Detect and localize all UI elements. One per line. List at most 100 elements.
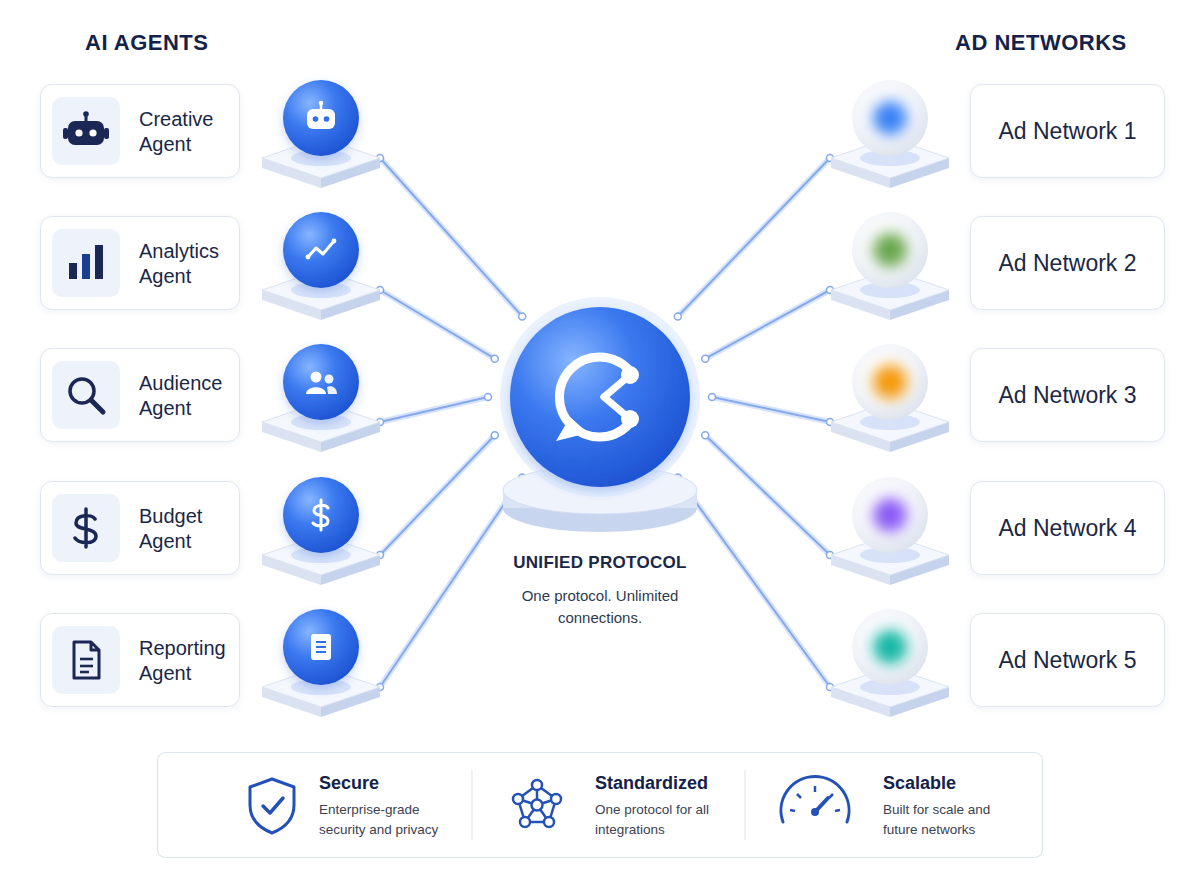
feature-text: One protocol for all integrations (595, 800, 735, 840)
connector-glow (712, 397, 830, 422)
connector-glow (380, 397, 488, 422)
connector-glow (380, 478, 522, 687)
shield-check (263, 798, 283, 813)
icon-bg (52, 361, 120, 429)
connector-glow (380, 435, 495, 555)
connector-dot (519, 313, 526, 320)
network-label: Ad Network 4 (998, 514, 1136, 542)
connector-dot (674, 474, 681, 481)
gauge-tick (835, 810, 840, 811)
icon-tile (52, 361, 120, 429)
icon-tile (52, 229, 120, 297)
label-wrap: Ad Network 4 (971, 482, 1164, 574)
document-line (80, 658, 93, 661)
document-line (316, 641, 326, 643)
hub-link (604, 397, 630, 419)
connector-dot (827, 552, 834, 559)
document-line (316, 646, 326, 648)
robot-head (307, 109, 335, 129)
column-heading: AD NETWORKS (955, 30, 1175, 56)
connector-line (380, 290, 495, 359)
connector (702, 287, 834, 363)
connector (674, 474, 833, 690)
magnifier-handle (91, 400, 103, 412)
robot-antenna (320, 104, 323, 109)
network-label: Ad Network 5 (998, 646, 1136, 674)
connector (377, 474, 526, 690)
connector (377, 394, 492, 426)
network-ring (518, 785, 556, 822)
agent-node: Analytics Agent (40, 206, 380, 320)
pedestal (262, 270, 380, 320)
robot-eye (75, 129, 82, 136)
label-wrap: Creative Agent (139, 85, 239, 179)
network-spoke (536, 785, 539, 805)
document-line (80, 671, 89, 674)
network-spoke (537, 799, 556, 805)
sphere-icon (306, 372, 337, 395)
connector-dot (377, 287, 384, 294)
connector-dot (709, 394, 716, 401)
robot-eye (313, 116, 319, 122)
connector-dot (827, 287, 834, 294)
hub-bubble (559, 357, 628, 437)
icon-tile (52, 494, 120, 562)
hub-link (604, 375, 630, 397)
gauge-tick (790, 810, 795, 811)
agent-card: Budget Agent (40, 481, 240, 575)
person-body (306, 387, 326, 394)
sphere-icon (311, 634, 331, 660)
sphere-icon (313, 500, 328, 530)
connector-line (380, 158, 522, 316)
network-node (532, 800, 543, 811)
feature-text: Enterprise-grade security and privacy (319, 800, 469, 840)
robot-head (68, 121, 104, 145)
connector-line (705, 290, 830, 359)
hub-pedestal-top (503, 466, 697, 514)
gauge-tick (829, 794, 833, 798)
connector-line (678, 158, 830, 316)
gauge-arc (781, 777, 849, 822)
hub-dot (621, 366, 639, 384)
hub-sphere (510, 307, 690, 487)
magnifier-lens (70, 379, 94, 403)
network-node: Ad Network 1 (830, 74, 1168, 188)
network-spoke (525, 805, 537, 822)
icon-bg (52, 229, 120, 297)
agent-card: Analytics Agent (40, 216, 240, 310)
feature-heading: Secure (319, 773, 469, 794)
agent-label: Reporting Agent (139, 636, 239, 686)
connector-line (678, 478, 830, 687)
agent-label: Creative Agent (139, 107, 239, 157)
chart-bar (69, 263, 77, 279)
network-card: Ad Network 1 (970, 84, 1165, 178)
network-card: Ad Network 4 (970, 481, 1165, 575)
pedestal (831, 667, 949, 717)
label-wrap: Analytics Agent (139, 217, 239, 311)
network-sphere (852, 609, 928, 685)
network-node: Ad Network 2 (830, 206, 1168, 320)
icon-tile (52, 97, 120, 165)
network-sphere (852, 80, 928, 156)
band-divider (744, 770, 745, 840)
feature-heading: Scalable (883, 773, 1033, 794)
connector-dot (485, 394, 492, 401)
gauge-hub (811, 808, 819, 816)
agent-card: Audience Agent (40, 348, 240, 442)
connector-dot (519, 474, 526, 481)
gauge-icon (781, 777, 849, 822)
connector-dot (491, 432, 498, 439)
trend-dot (332, 239, 337, 244)
connector-glow (380, 158, 522, 316)
agent-node: Creative Agent (40, 74, 380, 188)
hub-icon (556, 357, 639, 441)
label-wrap: Audience Agent (139, 349, 239, 443)
icon-bg (52, 626, 120, 694)
agent-sphere (283, 344, 359, 420)
shield-outline (250, 779, 294, 833)
pedestal (262, 667, 380, 717)
network-glow (873, 498, 907, 532)
network-sphere (852, 477, 928, 553)
chart-bar (82, 254, 90, 279)
